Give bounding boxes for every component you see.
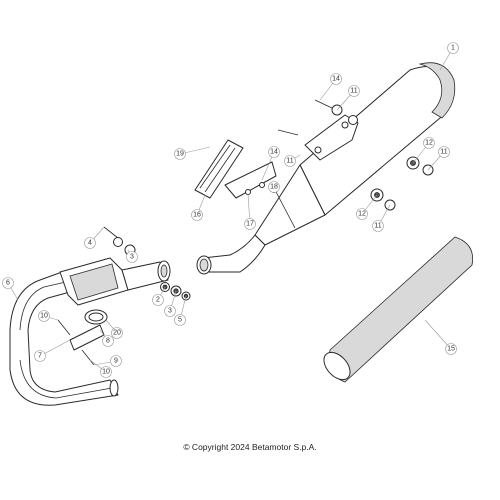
svg-text:2: 2 [156, 297, 160, 304]
mid-pipe [196, 234, 266, 275]
svg-text:11: 11 [440, 149, 447, 156]
callout-11a: 11 [348, 85, 360, 97]
callout-1: 1 [447, 42, 459, 54]
svg-text:11: 11 [286, 158, 293, 165]
callout-12b: 12 [356, 208, 368, 220]
svg-text:10: 10 [102, 369, 110, 376]
callout-3b: 3 [164, 305, 176, 317]
callout-18: 18 [268, 181, 280, 193]
svg-text:12: 12 [358, 211, 366, 218]
callout-12a: 12 [423, 137, 435, 149]
callout-9: 9 [110, 355, 122, 367]
svg-text:11: 11 [374, 223, 381, 230]
packing-tube [323, 236, 474, 383]
callout-8: 8 [102, 335, 114, 347]
svg-text:17: 17 [246, 221, 254, 228]
svg-text:4: 4 [88, 240, 92, 247]
callout-17: 17 [244, 218, 256, 230]
callout-14a: 14 [330, 73, 342, 85]
svg-text:7: 7 [38, 353, 42, 360]
callout-10a: 10 [38, 310, 50, 322]
callout-7: 7 [34, 350, 46, 362]
callout-3a: 3 [126, 251, 138, 263]
svg-text:18: 18 [270, 184, 278, 191]
svg-text:19: 19 [176, 151, 184, 158]
callout-4: 4 [84, 237, 96, 249]
svg-text:14: 14 [332, 76, 340, 83]
svg-text:11: 11 [350, 88, 357, 95]
silencer [254, 62, 456, 246]
callout-15: 15 [445, 343, 457, 355]
svg-text:10: 10 [40, 313, 48, 320]
svg-text:6: 6 [6, 280, 10, 287]
svg-text:3: 3 [168, 308, 172, 315]
callout-14b: 14 [268, 146, 280, 158]
svg-text:15: 15 [447, 346, 455, 353]
svg-text:8: 8 [106, 338, 110, 345]
header-pipe [9, 271, 119, 406]
svg-text:14: 14 [270, 149, 278, 156]
callout-5: 5 [174, 314, 186, 326]
callout-19: 19 [174, 148, 186, 160]
callout-20: 20 [111, 327, 123, 339]
callout-2: 2 [152, 294, 164, 306]
svg-text:3: 3 [130, 254, 134, 261]
callout-10b: 10 [100, 366, 112, 378]
mount-bracket [304, 114, 359, 161]
callouts: 1 2 3 3 4 5 6 7 8 9 10 10 11 11 11 11 12… [2, 42, 459, 378]
svg-text:12: 12 [425, 140, 433, 147]
svg-text:1: 1 [451, 45, 455, 52]
catalytic-converter [59, 257, 171, 306]
callout-6: 6 [2, 277, 14, 289]
heat-shield [194, 139, 277, 199]
callout-11d: 11 [372, 220, 384, 232]
svg-text:16: 16 [193, 212, 201, 219]
svg-text:5: 5 [178, 317, 182, 324]
callout-11c: 11 [438, 146, 450, 158]
callout-16: 16 [191, 209, 203, 221]
callout-11b: 11 [284, 155, 296, 167]
svg-text:20: 20 [113, 330, 121, 337]
svg-text:9: 9 [114, 358, 118, 365]
copyright-notice: © Copyright 2024 Betamotor S.p.A. [183, 442, 317, 452]
